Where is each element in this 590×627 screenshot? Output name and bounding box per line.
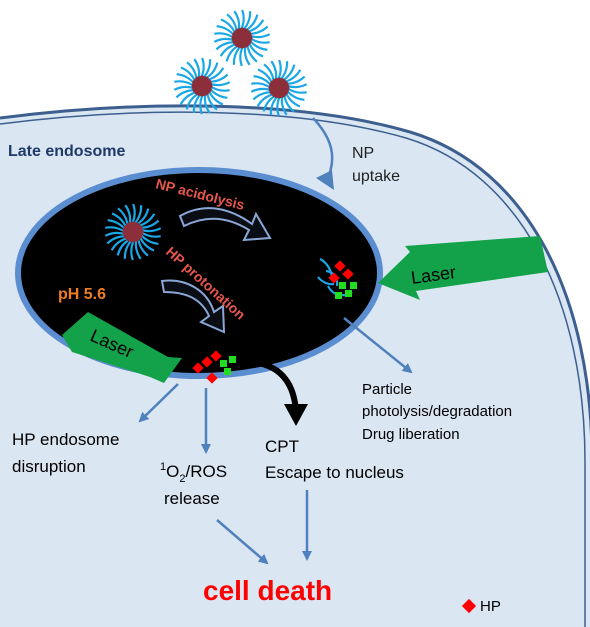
particle-label-line2: photolysis/degradation [362,403,512,420]
np-uptake-label-line1: NP [352,145,374,162]
protonation-arrow-icon [160,279,226,334]
cell-death-label: cell death [203,575,332,606]
particle-label-line3: Drug liberation [362,426,460,443]
hp-diamond-icon [201,356,213,368]
cell-membrane-inner [0,111,586,627]
nanoparticle-strand [276,59,282,81]
nanoparticle-icon [213,9,271,67]
liberation-arrow [343,317,413,374]
acidolysis-arrow-icon [178,207,272,242]
uptake-arrow-head [316,170,334,190]
nanoparticle-strand [239,9,245,31]
nanoparticle-icon [104,203,162,261]
nanoparticle-icon [173,57,231,115]
hp-diamond-icon [192,362,204,374]
cpt-label-line1: CPT [265,437,299,456]
hp-diamond-icon [210,350,222,362]
hp-disruption-label-line2: disruption [12,457,86,476]
cpt-label-line2: Escape to nucleus [265,463,404,482]
cpt-escape-arrow [249,359,299,413]
drug-square-icon [350,282,357,289]
nanoparticle-strand [174,80,195,87]
hp-disruption-label-line1: HP endosome [12,430,119,449]
drug-square-icon [224,368,231,375]
drug-square-icon [345,290,352,297]
drug-square-icon [339,282,346,289]
late-endosome-label: Late endosome [8,143,125,160]
cell-membrane-outer [0,104,590,436]
hp-diamond-icon [334,260,346,272]
legend-hp-diamond-icon [461,598,477,614]
ros-to-death-arrow [216,519,269,565]
nanoparticle-strand [286,87,307,94]
nanoparticle-strand [249,37,270,44]
nanoparticle-strand [214,32,235,39]
legend-hp-label: HP [480,598,501,615]
nanoparticle-core [272,81,286,95]
drug-square-icon [229,356,236,363]
nanoparticle-strand [209,85,230,92]
ros-label-line1: 1O2/ROS [160,461,227,485]
ros-label-line2: release [164,489,220,508]
drug-square-icon [220,360,227,367]
nanoparticle-strand [239,45,245,67]
nanoparticle-strand [251,82,272,89]
nanoparticle-core [235,31,249,45]
nanoparticle-core [195,79,209,93]
particle-label-line1: Particle [362,381,412,398]
laser-arrow-icon [62,312,182,383]
nanoparticle-strand [199,57,205,79]
drug-square-icon [335,292,342,299]
hp-diamond-icon [328,272,340,284]
nanoparticle-core [126,225,140,239]
disruption-arrow [138,383,179,423]
hp-diamond-icon [342,268,354,280]
nanoparticle-icon [250,59,308,117]
ph-label: pH 5.6 [58,286,106,303]
np-uptake-label-line2: uptake [352,168,400,185]
laser-arrow-icon [378,236,548,300]
hp-diamond-icon [206,372,218,384]
